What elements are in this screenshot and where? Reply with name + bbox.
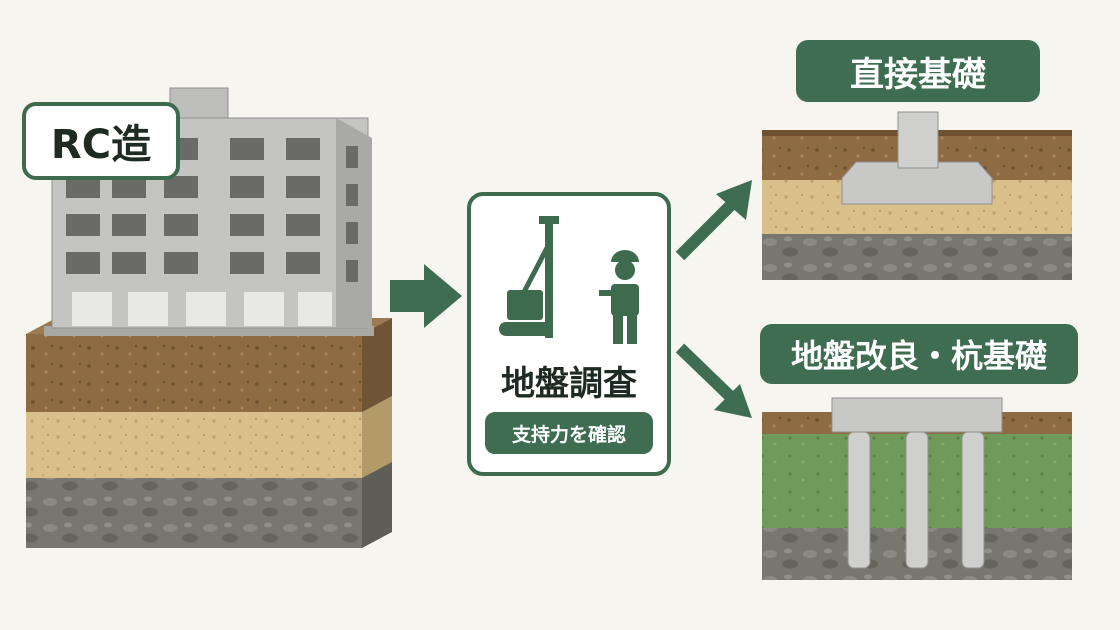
rc-building-illustration — [26, 87, 392, 548]
direct-foundation-label: 直接基礎 — [796, 40, 1040, 102]
pile-foundation-illustration — [762, 397, 1072, 580]
drilling-rig-icon — [499, 216, 559, 338]
rc-structure-label: RC造 — [22, 102, 180, 180]
survey-title: 地盤調査 — [501, 364, 637, 404]
arrow-right-icon — [390, 264, 462, 328]
survey-subtitle-badge: 支持力を確認 — [485, 412, 653, 454]
arrow-up-right-icon — [675, 180, 752, 261]
arrow-down-right-icon — [675, 343, 752, 418]
survey-illustration — [499, 216, 639, 344]
worker-icon — [599, 250, 639, 344]
pile-foundation-label: 地盤改良・杭基礎 — [760, 324, 1078, 384]
ground-survey-card: 地盤調査 支持力を確認 — [467, 192, 671, 476]
direct-foundation-illustration — [762, 111, 1072, 280]
